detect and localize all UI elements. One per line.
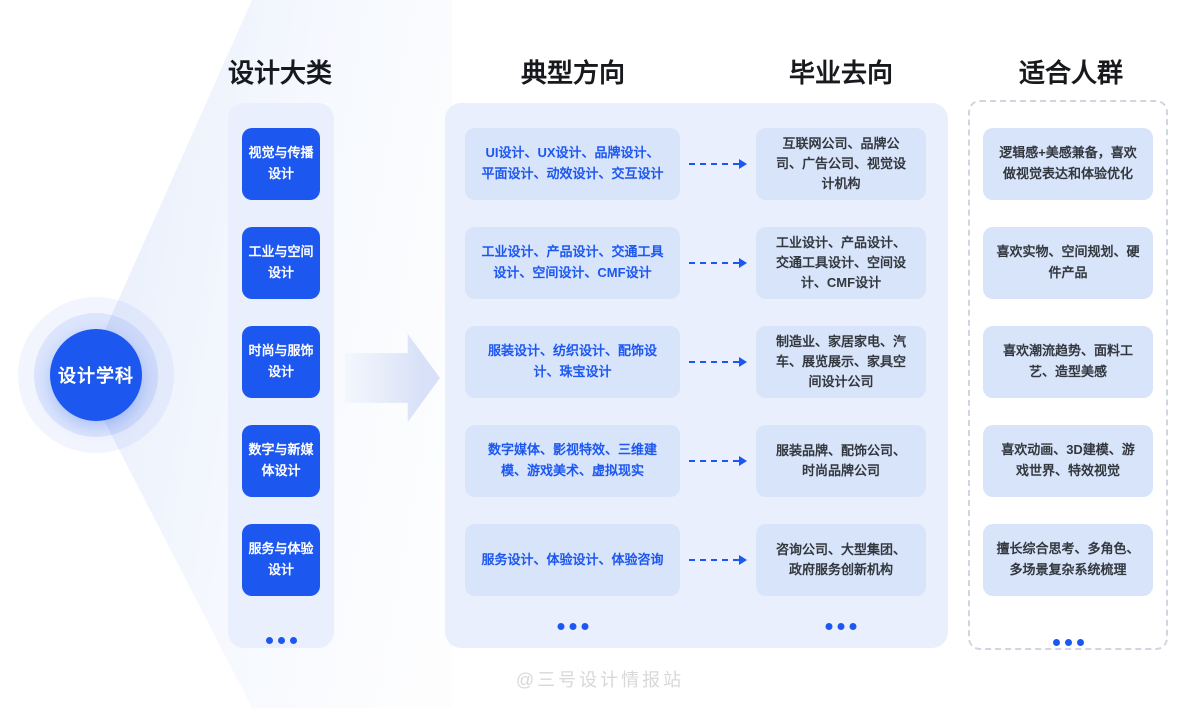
column-header-categories: 设计大类 <box>227 58 333 88</box>
direction-box: UI设计、UX设计、品牌设计、平面设计、动效设计、交互设计 <box>465 128 680 200</box>
destination-box: 制造业、家居家电、汽车、展览展示、家具空间设计公司 <box>756 326 926 398</box>
category-box: 工业与空间设计 <box>242 227 320 299</box>
audience-box: 擅长综合思考、多角色、多场景复杂系统梳理 <box>983 524 1153 596</box>
audience-box: 喜欢实物、空间规划、硬件产品 <box>983 227 1153 299</box>
more-dots-icon <box>265 637 297 644</box>
direction-box: 服务设计、体验设计、体验咨询 <box>465 524 680 596</box>
more-dots-icon <box>825 623 857 630</box>
dashed-arrow-icon <box>680 425 756 497</box>
direction-box: 数字媒体、影视特效、三维建模、游戏美术、虚拟现实 <box>465 425 680 497</box>
direction-box: 服装设计、纺织设计、配饰设计、珠宝设计 <box>465 326 680 398</box>
directions-destinations-panel: UI设计、UX设计、品牌设计、平面设计、动效设计、交互设计 互联网公司、品牌公司… <box>445 103 948 648</box>
destination-box: 咨询公司、大型集团、政府服务创新机构 <box>756 524 926 596</box>
hub-circle: 设计学科 <box>50 329 142 421</box>
diagram-row: UI设计、UX设计、品牌设计、平面设计、动效设计、交互设计 互联网公司、品牌公司… <box>465 128 926 200</box>
audience-panel: 逻辑感+美感兼备，喜欢做视觉表达和体验优化 喜欢实物、空间规划、硬件产品 喜欢潮… <box>968 100 1168 650</box>
diagram-row: 工业设计、产品设计、交通工具设计、空间设计、CMF设计 工业设计、产品设计、交通… <box>465 227 926 299</box>
destination-box: 工业设计、产品设计、交通工具设计、空间设计、CMF设计 <box>756 227 926 299</box>
dashed-arrow-icon <box>680 128 756 200</box>
more-dots-icon <box>557 623 589 630</box>
direction-box: 工业设计、产品设计、交通工具设计、空间设计、CMF设计 <box>465 227 680 299</box>
audience-box: 喜欢潮流趋势、面料工艺、造型美感 <box>983 326 1153 398</box>
category-box: 数字与新媒体设计 <box>242 425 320 497</box>
dashed-arrow-icon <box>680 326 756 398</box>
column-header-audience: 适合人群 <box>1018 58 1124 88</box>
category-box: 服务与体验设计 <box>242 524 320 596</box>
diagram-row: 服务设计、体验设计、体验咨询 咨询公司、大型集团、政府服务创新机构 <box>465 524 926 596</box>
column-header-destinations: 毕业去向 <box>788 58 894 88</box>
more-dots-icon <box>1052 639 1084 646</box>
audience-box: 逻辑感+美感兼备，喜欢做视觉表达和体验优化 <box>983 128 1153 200</box>
diagram-row: 服装设计、纺织设计、配饰设计、珠宝设计 制造业、家居家电、汽车、展览展示、家具空… <box>465 326 926 398</box>
watermark: @三号设计情报站 <box>515 670 685 690</box>
diagram-row: 数字媒体、影视特效、三维建模、游戏美术、虚拟现实 服装品牌、配饰公司、时尚品牌公… <box>465 425 926 497</box>
dashed-arrow-icon <box>680 524 756 596</box>
category-box: 视觉与传播设计 <box>242 128 320 200</box>
audience-box: 喜欢动画、3D建模、游戏世界、特效视觉 <box>983 425 1153 497</box>
categories-panel: 视觉与传播设计 工业与空间设计 时尚与服饰设计 数字与新媒体设计 服务与体验设计 <box>228 103 334 648</box>
category-box: 时尚与服饰设计 <box>242 326 320 398</box>
dashed-arrow-icon <box>680 227 756 299</box>
destination-box: 服装品牌、配饰公司、时尚品牌公司 <box>756 425 926 497</box>
destination-box: 互联网公司、品牌公司、广告公司、视觉设计机构 <box>756 128 926 200</box>
column-header-directions: 典型方向 <box>520 58 626 88</box>
